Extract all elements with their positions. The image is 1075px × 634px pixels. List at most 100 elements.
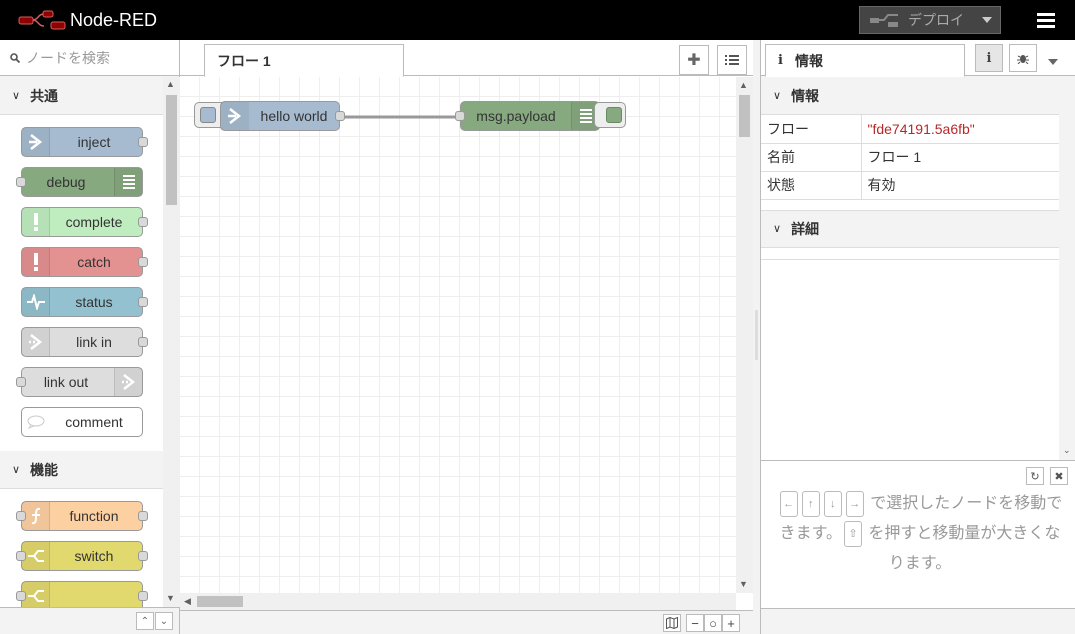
output-port[interactable] [335, 111, 345, 121]
category-header-function[interactable]: ∨ 機能 [0, 451, 163, 489]
debug-tab-button[interactable] [1009, 44, 1037, 72]
palette-node-function[interactable]: function [16, 501, 148, 531]
canvas-vertical-scrollbar[interactable]: ▲ ▼ [736, 77, 753, 593]
button-face [606, 107, 622, 123]
flow-node-inject[interactable]: hello world [220, 101, 345, 131]
input-port [16, 511, 26, 521]
link-arrow-icon [22, 328, 50, 356]
category-label: 共通 [30, 87, 59, 104]
plus-icon: ✚ [687, 52, 701, 69]
scroll-left-icon[interactable]: ◀ [184, 596, 191, 606]
palette-node-label: switch [74, 548, 114, 564]
palette-node-complete[interactable]: complete [21, 207, 148, 237]
collapse-all-button[interactable]: ⌃ [136, 612, 154, 630]
sidebar-scrollbar[interactable]: ⌄ [1059, 77, 1075, 460]
tab-flow-1[interactable]: フロー 1 [204, 44, 404, 77]
scroll-down-icon[interactable]: ▼ [739, 579, 748, 589]
arrow-down-key: ↓ [823, 490, 842, 517]
palette-node-inject[interactable]: inject [21, 127, 148, 157]
deploy-button[interactable]: デプロイ [859, 6, 1001, 34]
button-face [200, 107, 216, 123]
help-tip: ←↑↓→ で選択したノードを移動できます。⇧ を押すと移動量が大きくなります。 [775, 489, 1065, 579]
input-port [16, 377, 26, 387]
main-menu-button[interactable] [1030, 8, 1062, 32]
scrollbar-thumb[interactable] [739, 95, 750, 137]
category-header-common[interactable]: ∨ 共通 [0, 77, 163, 115]
node-label: msg.payload [476, 108, 556, 124]
add-flow-button[interactable]: ✚ [679, 45, 709, 75]
logo: Node-RED [18, 8, 157, 32]
palette-node-label: complete [65, 214, 123, 230]
output-port [138, 511, 148, 521]
zoom-out-button[interactable]: − [686, 614, 704, 632]
palette-search-input[interactable] [26, 49, 176, 66]
wire-layer [340, 115, 460, 119]
workspace: フロー 1 ✚ [180, 40, 753, 634]
chevron-down-icon: ∨ [12, 464, 21, 476]
help-panel: ↻ ✖ ←↑↓→ で選択したノードを移動できます。⇧ を押すと移動量が大きくなり… [761, 460, 1075, 608]
info-section-header[interactable]: ∨ 情報 [761, 77, 1059, 115]
detail-section-header[interactable]: ∨ 詳細 [761, 209, 1059, 248]
help-text-part2: を押すと移動量が大きくなります。 [868, 525, 1061, 572]
palette-node-status[interactable]: status [21, 287, 148, 317]
zoom-reset-button[interactable]: ○ [704, 614, 722, 632]
palette-node-comment[interactable]: comment [21, 407, 143, 437]
sidebar-menu-caret[interactable] [1048, 52, 1058, 68]
palette-node-link-out[interactable]: link out [16, 367, 143, 397]
info-tab-button[interactable]: i [975, 44, 1003, 72]
canvas-horizontal-scrollbar[interactable]: ◀ [180, 593, 736, 610]
scroll-up-icon[interactable]: ▲ [166, 79, 175, 89]
deploy-main-button[interactable]: デプロイ [860, 7, 974, 33]
palette-node-catch[interactable]: catch [21, 247, 148, 277]
palette-scrollbar[interactable]: ▲ ▼ [163, 77, 180, 607]
palette-node-link-in[interactable]: link in [21, 327, 148, 357]
bug-icon [1017, 55, 1029, 64]
palette-node-switch[interactable]: switch [16, 541, 148, 571]
flow-canvas[interactable]: hello world msg.payload [180, 77, 736, 593]
output-port [138, 337, 148, 347]
tab-info[interactable]: i 情報 [765, 44, 965, 77]
palette-node-node[interactable] [16, 581, 148, 607]
palette: ∨ 共通 inject debug complete catch status link … [0, 40, 180, 634]
input-port [16, 177, 26, 187]
palette-node-list: ∨ 共通 inject debug complete catch status link … [0, 77, 163, 607]
close-button[interactable]: ✖ [1050, 467, 1068, 485]
zoom-in-button[interactable]: + [722, 614, 740, 632]
scrollbar-thumb[interactable] [166, 95, 177, 205]
palette-node-label: comment [65, 414, 123, 430]
scroll-down-icon[interactable]: ⌄ [1063, 445, 1071, 455]
output-port [138, 217, 148, 227]
palette-node-label: inject [77, 134, 111, 150]
caret-down-icon [1048, 59, 1058, 65]
info-row: 名前フロー 1 [761, 143, 1059, 172]
flow-list-button[interactable] [717, 45, 747, 75]
input-port [16, 551, 26, 561]
expand-all-button[interactable]: ⌄ [155, 612, 173, 630]
input-port[interactable] [455, 111, 465, 121]
navigator-button[interactable] [663, 614, 681, 632]
output-port [138, 297, 148, 307]
tab-label: フロー 1 [217, 52, 271, 69]
link-arrow-icon [114, 368, 142, 396]
refresh-button[interactable]: ↻ [1026, 467, 1044, 485]
scroll-down-icon[interactable]: ▼ [166, 593, 175, 603]
info-value: "fde74191.5a6fb" [861, 115, 1059, 144]
list-icon [725, 55, 739, 65]
hamburger-icon [1037, 12, 1055, 16]
speech-bubble-icon [22, 408, 50, 436]
scrollbar-thumb[interactable] [197, 596, 243, 607]
category-label: 機能 [30, 461, 59, 478]
sidebar-resize-handle[interactable] [753, 40, 760, 634]
palette-node-debug[interactable]: debug [16, 167, 143, 197]
palette-footer: ⌃ ⌄ [0, 607, 179, 634]
hamburger-icon-bar [1037, 18, 1055, 22]
palette-node-label: debug [46, 174, 86, 190]
debug-toggle-button[interactable] [594, 102, 626, 128]
deploy-menu-caret[interactable] [974, 7, 1000, 33]
scroll-up-icon[interactable]: ▲ [739, 80, 748, 90]
flow-node-debug[interactable]: msg.payload [455, 101, 600, 131]
sidebar-tab-bar: i 情報 i [761, 40, 1075, 77]
pulse-icon [22, 288, 50, 316]
double-chevron-down-icon: ⌄ [159, 615, 169, 627]
